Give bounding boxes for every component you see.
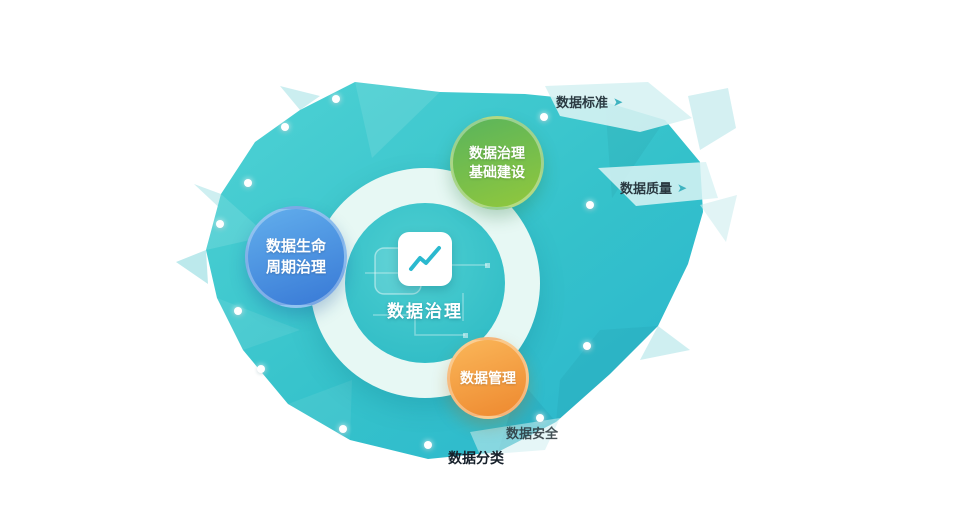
annotation-label: 数据分类 [448, 450, 504, 466]
node-foundation: 数据治理 基础建设 [450, 116, 544, 210]
annotation-label: 数据标准 [556, 95, 609, 110]
node-management: 数据管理 [447, 337, 529, 419]
arrow-icon: ➤ [677, 180, 688, 195]
node-label-line: 数据管理 [460, 369, 516, 386]
annotation-label: 数据质量 [620, 181, 673, 196]
node-lifecycle: 数据生命 周期治理 [245, 206, 347, 308]
dot [281, 123, 289, 131]
dot [234, 307, 242, 315]
arrow-icon: ➤ [613, 94, 624, 109]
chart-icon [398, 232, 452, 286]
annotation-data-standard: 数据标准 ➤ [556, 92, 623, 111]
dot [536, 414, 544, 422]
node-label-line: 周期治理 [265, 259, 326, 276]
center-title: 数据治理 [387, 302, 463, 321]
dot [332, 95, 340, 103]
annotation-data-classification: 数据分类 [448, 448, 504, 468]
annotation-label: 数据安全 [506, 426, 559, 441]
dot [583, 342, 591, 350]
dot [339, 425, 347, 433]
dot [424, 441, 432, 449]
dot [540, 113, 548, 121]
dot [586, 201, 594, 209]
dot [216, 220, 224, 228]
annotation-data-security: 数据安全 [506, 423, 558, 442]
dot [257, 365, 265, 373]
node-label-line: 数据生命 [265, 238, 326, 255]
node-label-line: 基础建设 [469, 164, 525, 180]
annotation-data-quality: 数据质量 ➤ [620, 178, 687, 197]
dot [244, 179, 252, 187]
node-label-line: 数据治理 [469, 145, 525, 161]
